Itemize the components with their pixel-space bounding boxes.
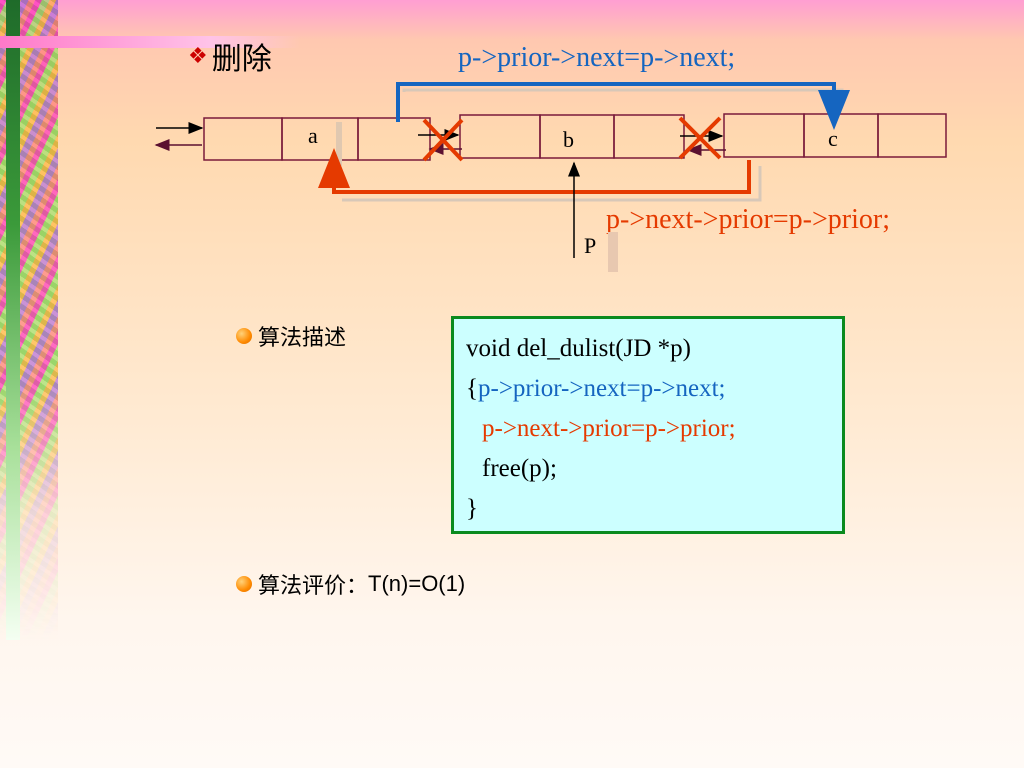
new-prior-link-arrow (318, 148, 751, 194)
code-open-brace: { (466, 375, 478, 402)
complexity-text: T(n)=O(1) (368, 571, 466, 596)
code-stmt-prior: p->next->prior=p->prior; (482, 415, 736, 442)
new-next-link-arrow (396, 82, 850, 130)
stmt-prior-label: p->next->prior=p->prior; (606, 204, 890, 235)
node-b-label: b (563, 127, 574, 152)
decorative-top-band (0, 36, 300, 48)
cross-icon-bc (678, 116, 722, 160)
node-a-label: a (308, 123, 318, 148)
stmt-next-label: p->prior->next=p->next; (458, 42, 736, 73)
bullet-text: 算法描述 (258, 326, 347, 351)
diamond-bullet-icon: ❖ (188, 43, 208, 69)
pointer-p-label: P (584, 233, 596, 258)
bullet-text: 算法评价： (258, 574, 369, 599)
bullet-algorithm-description: 算法描述 (236, 320, 346, 352)
node-c-label: c (828, 126, 838, 151)
slide-title-text: 删除 (211, 42, 272, 77)
code-free: free(p); (482, 455, 557, 482)
code-line-1: void del_dulist(JD *p) (466, 335, 691, 362)
decorative-left-bar (6, 0, 20, 640)
cross-icon-ab (422, 118, 464, 162)
code-close-brace: } (466, 495, 478, 522)
code-block: void del_dulist(JD *p) {p->prior->next=p… (451, 316, 845, 534)
linked-list-diagram: a b c P (154, 82, 947, 272)
code-line-2: {p->prior->next=p->next; (466, 369, 726, 409)
slide-title: ❖ 删除 (188, 34, 272, 78)
code-stmt-next: p->prior->next=p->next; (478, 375, 726, 402)
bullet-dot-icon (236, 328, 252, 344)
bullet-dot-icon (236, 576, 252, 592)
bullet-algorithm-evaluation: 算法评价：T(n)=O(1) (236, 568, 465, 600)
